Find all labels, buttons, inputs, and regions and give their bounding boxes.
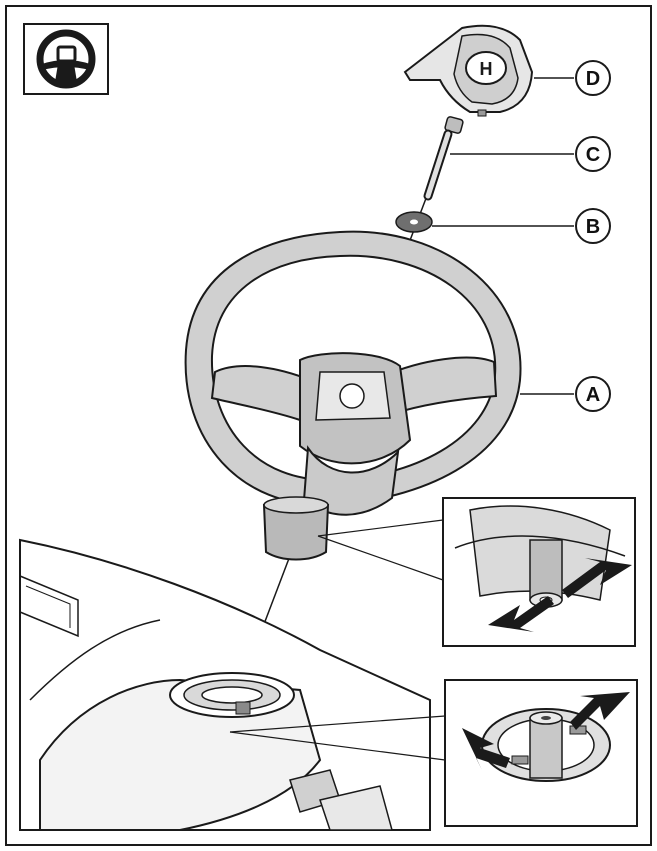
mower-dashboard [19, 538, 431, 831]
inset-arrow-icon [488, 596, 554, 632]
steering-wheel-icon [23, 23, 109, 95]
callout-label-d: D [586, 68, 600, 90]
inset-arrow-icon [570, 692, 630, 730]
inset-shaft-detail [442, 497, 636, 647]
inset-shaft-leaders [317, 519, 444, 581]
callout-b: B [432, 208, 611, 244]
inset-socket-leaders [229, 715, 446, 761]
inset-arrow-icon [462, 728, 510, 770]
svg-text:H: H [480, 59, 493, 79]
inset-arrow-icon [562, 558, 632, 598]
callout-label-b: B [586, 216, 600, 238]
callout-label-c: C [586, 144, 600, 166]
callout-a: A [520, 376, 611, 412]
callout-label-a: A [586, 384, 600, 406]
washer-b [395, 211, 433, 233]
callout-d: D [534, 60, 611, 96]
steering-wheel-a [184, 230, 522, 516]
bolt-c [423, 116, 464, 201]
steering-shaft-hub [262, 496, 330, 561]
inset-socket-detail [444, 679, 638, 827]
center-cap-d: H [403, 24, 534, 117]
callout-c: C [450, 136, 611, 172]
